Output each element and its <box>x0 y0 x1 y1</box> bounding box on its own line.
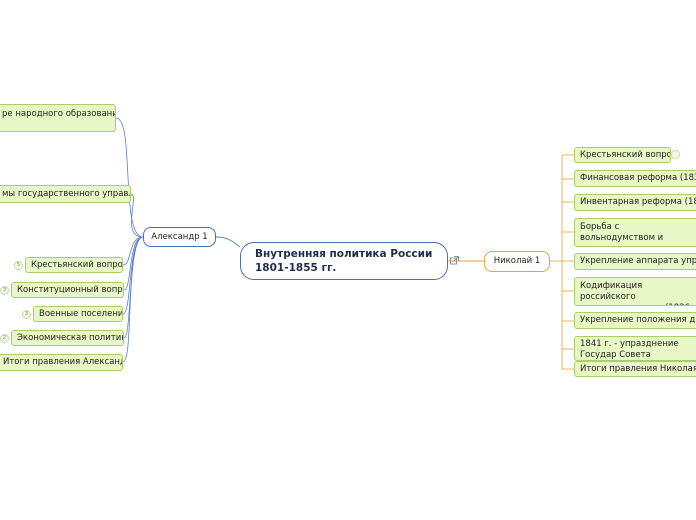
right-item-label: Крестьянский вопрос <box>580 149 671 160</box>
left-item-label: Крестьянский вопрос <box>31 259 123 270</box>
left-item-label: Конституционный вопрос <box>17 284 124 295</box>
right-item-label: Инвентарная реформа (1847- <box>580 197 696 207</box>
right-item-results[interactable]: Итоги правления Николая 1 <box>574 361 696 377</box>
left-item-government[interactable]: мы государственного управления <box>0 185 131 203</box>
right-item-label: 1841 г. - упразднение Государ Совета <box>580 339 679 360</box>
left-item-results[interactable]: Итоги правления Александра 1 <box>0 354 123 371</box>
central-topic[interactable]: Внутренняя политика России 1801-1855 гг. <box>240 242 448 280</box>
left-item-economy[interactable]: Экономическая политика <box>11 330 124 346</box>
left-item-label: ре народного образования <box>2 109 116 119</box>
branch-nicholas[interactable]: Николай 1 <box>484 251 550 272</box>
right-item-inventory[interactable]: Инвентарная реформа (1847- <box>574 194 696 211</box>
central-topic-label: Внутренняя политика России 1801-1855 гг. <box>255 248 433 274</box>
left-item-education[interactable]: ре народного образования <box>0 104 116 132</box>
count-badge: 5 <box>14 261 23 270</box>
left-item-peasant[interactable]: Крестьянский вопрос <box>25 257 123 273</box>
right-item-council[interactable]: 1841 г. - упразднение Государ Совета <box>574 336 696 361</box>
right-item-label: Укрепление аппарата управл <box>580 256 696 266</box>
branch-alexander[interactable]: Александр 1 <box>143 227 216 247</box>
count-badge: 3 <box>22 310 31 319</box>
right-item-finance[interactable]: Финансовая реформа (1839-4 <box>574 170 696 187</box>
left-item-label: Военные поселения <box>39 308 123 319</box>
branch-nicholas-label: Николай 1 <box>493 256 541 266</box>
count-badge <box>671 150 680 159</box>
right-item-label: Финансовая реформа (1839-4 <box>580 173 696 183</box>
count-badge: 3 <box>0 286 9 295</box>
right-item-free-thinking[interactable]: Борьба с вольнодумством и революционными… <box>574 218 696 247</box>
left-item-label: мы государственного управления <box>2 188 130 199</box>
right-item-label: Кодификация российского законодательства… <box>580 281 690 305</box>
right-item-label: Итоги правления Николая 1 <box>580 363 696 374</box>
left-item-constitution[interactable]: Конституционный вопрос <box>11 282 124 298</box>
right-item-label: Борьба с вольнодумством и революционными… <box>580 222 664 246</box>
external-link-icon[interactable] <box>450 256 459 265</box>
count-badge: 2 <box>0 334 9 343</box>
right-item-apparatus[interactable]: Укрепление аппарата управл <box>574 253 696 270</box>
left-item-label: Экономическая политика <box>17 332 124 343</box>
branch-alexander-label: Александр 1 <box>151 231 208 242</box>
right-item-peasant[interactable]: Крестьянский вопрос <box>574 147 671 163</box>
left-item-label: Итоги правления Александра 1 <box>3 357 122 367</box>
left-item-military[interactable]: Военные поселения <box>33 306 123 322</box>
right-item-nobility[interactable]: Укрепление положения двор <box>574 312 696 329</box>
right-item-codification[interactable]: Кодификация российского законодательства… <box>574 277 696 306</box>
right-item-label: Укрепление положения двор <box>580 315 696 325</box>
